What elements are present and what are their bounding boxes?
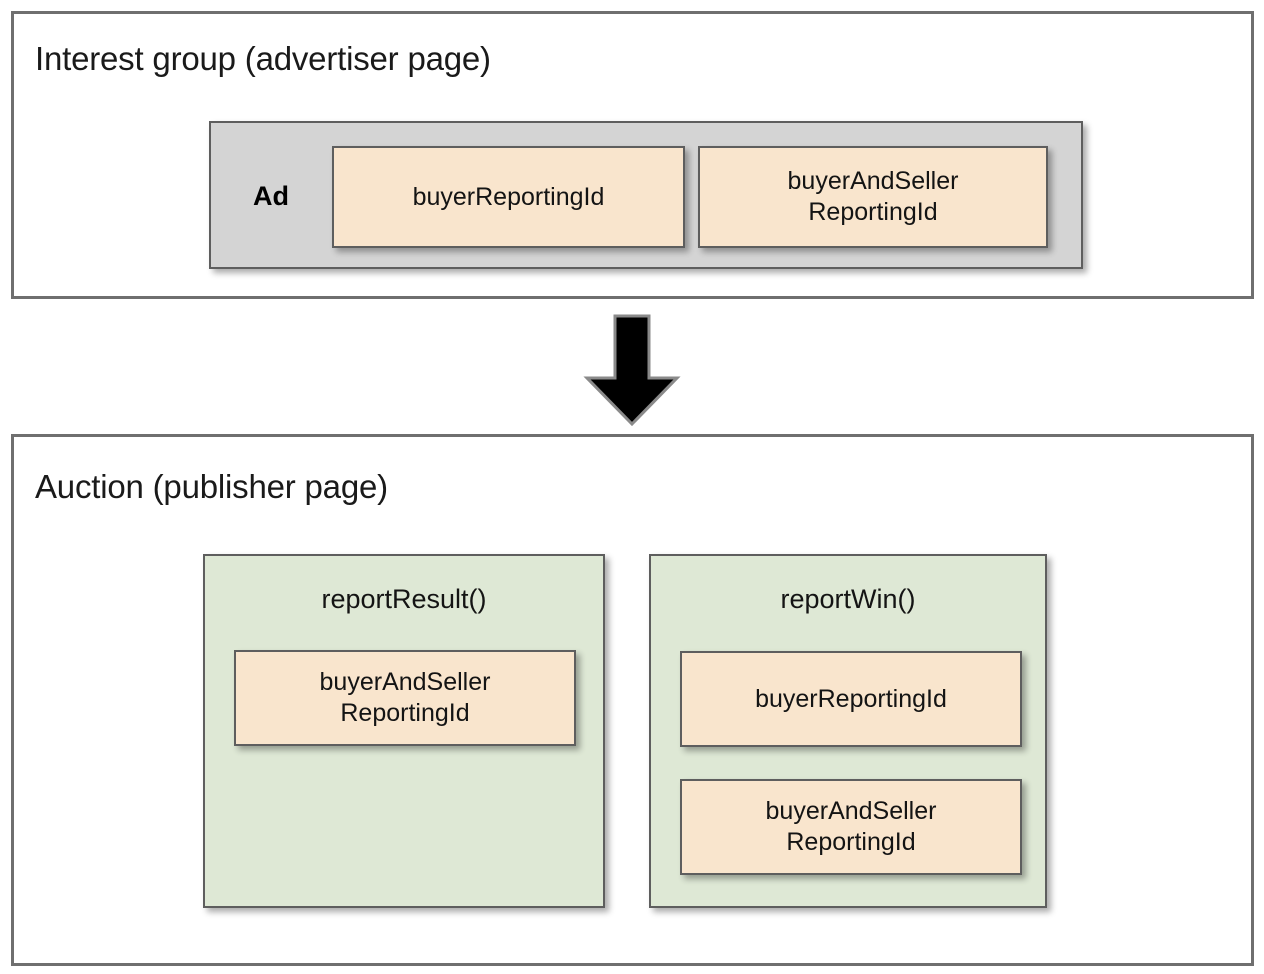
ad-field-buyer-reporting-id: buyerReportingId xyxy=(332,146,685,248)
ad-field-buyer-and-seller-reporting-id: buyerAndSeller ReportingId xyxy=(698,146,1048,248)
panel-report-win: reportWin() buyerReportingId buyerAndSel… xyxy=(649,554,1047,908)
interest-group-section: Interest group (advertiser page) Ad buye… xyxy=(11,11,1254,299)
field-label: buyerAndSeller ReportingId xyxy=(319,668,491,727)
field-label: buyerAndSeller ReportingId xyxy=(765,797,937,856)
field-label: buyerReportingId xyxy=(755,684,947,713)
report-win-field-buyer-reporting-id: buyerReportingId xyxy=(680,651,1022,747)
auction-title: Auction (publisher page) xyxy=(35,468,388,505)
field-label: buyerAndSeller ReportingId xyxy=(787,167,959,226)
arrow-down-icon xyxy=(577,314,687,427)
ad-label: Ad xyxy=(253,181,289,211)
interest-group-title: Interest group (advertiser page) xyxy=(35,40,491,77)
panel-report-result: reportResult() buyerAndSeller ReportingI… xyxy=(203,554,605,908)
ad-container: Ad buyerReportingId buyerAndSeller Repor… xyxy=(209,121,1083,269)
panel-title: reportResult() xyxy=(321,584,487,614)
report-win-field-buyer-and-seller-reporting-id: buyerAndSeller ReportingId xyxy=(680,779,1022,875)
field-label: buyerReportingId xyxy=(412,182,605,211)
panel-title: reportWin() xyxy=(780,584,916,614)
report-result-field-buyer-and-seller-reporting-id: buyerAndSeller ReportingId xyxy=(234,650,576,746)
auction-section: Auction (publisher page) xyxy=(11,434,1254,966)
